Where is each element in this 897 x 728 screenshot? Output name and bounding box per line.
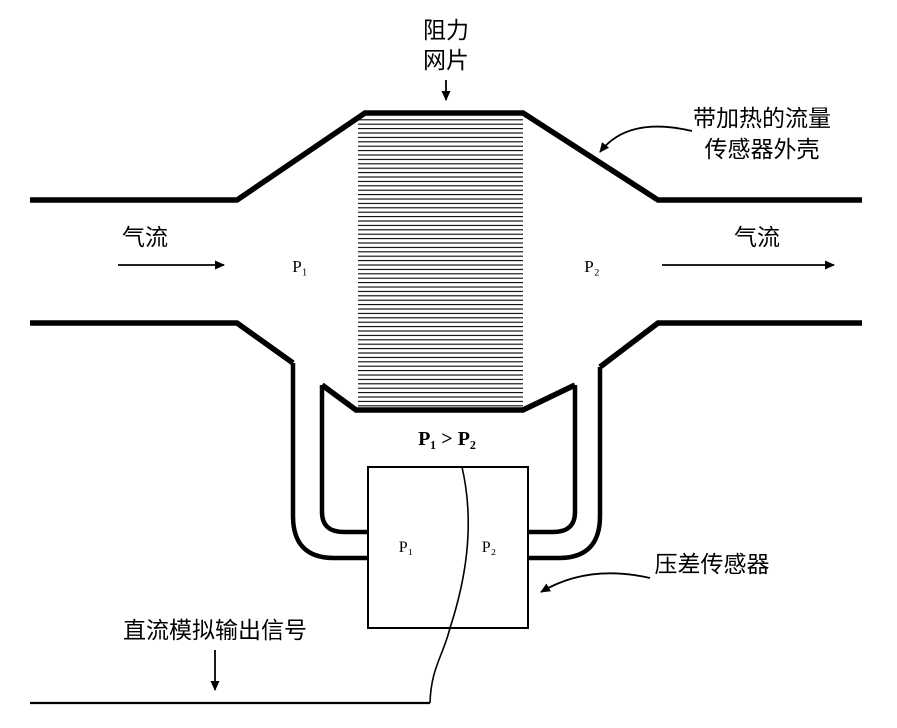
- resistance-mesh: [358, 116, 523, 410]
- housing-top-wall: [30, 110, 862, 203]
- housing-bottom-wall-right: [598, 320, 862, 370]
- dp-sensor-label: 压差传感器: [655, 552, 770, 577]
- housing-label-line2: 传感器外壳: [705, 137, 820, 162]
- housing-label-line1: 带加热的流量: [693, 106, 831, 131]
- dp-sensor-callout-arrow: [540, 572, 651, 593]
- pressure-relation-label: P₁ > P₂: [418, 428, 476, 450]
- dp-sensor-box: [367, 466, 529, 629]
- housing-bottom-wall-center: [320, 382, 577, 413]
- output-signal-label: 直流模拟输出信号: [123, 618, 307, 643]
- duct-p2-label: P₂: [584, 257, 599, 276]
- right-tube-outer-wall: [528, 367, 603, 561]
- diaphragm-and-output-wire: [429, 466, 470, 704]
- housing-bottom-wall-left: [30, 320, 295, 366]
- left-tube-outer-wall: [290, 363, 368, 561]
- right-tube-inner-wall: [528, 385, 578, 535]
- airflow-right-label: 气流: [734, 225, 780, 250]
- box-p1-label: P₁: [399, 539, 413, 556]
- mesh-label-line2: 网片: [423, 48, 469, 73]
- left-tube-inner-wall: [319, 385, 368, 535]
- duct-p1-label: P₁: [292, 257, 307, 276]
- mesh-label-line1: 阻力: [423, 18, 469, 43]
- housing-callout-arrow: [599, 125, 693, 153]
- airflow-left-label: 气流: [122, 225, 168, 250]
- box-p2-label: P₂: [482, 539, 496, 556]
